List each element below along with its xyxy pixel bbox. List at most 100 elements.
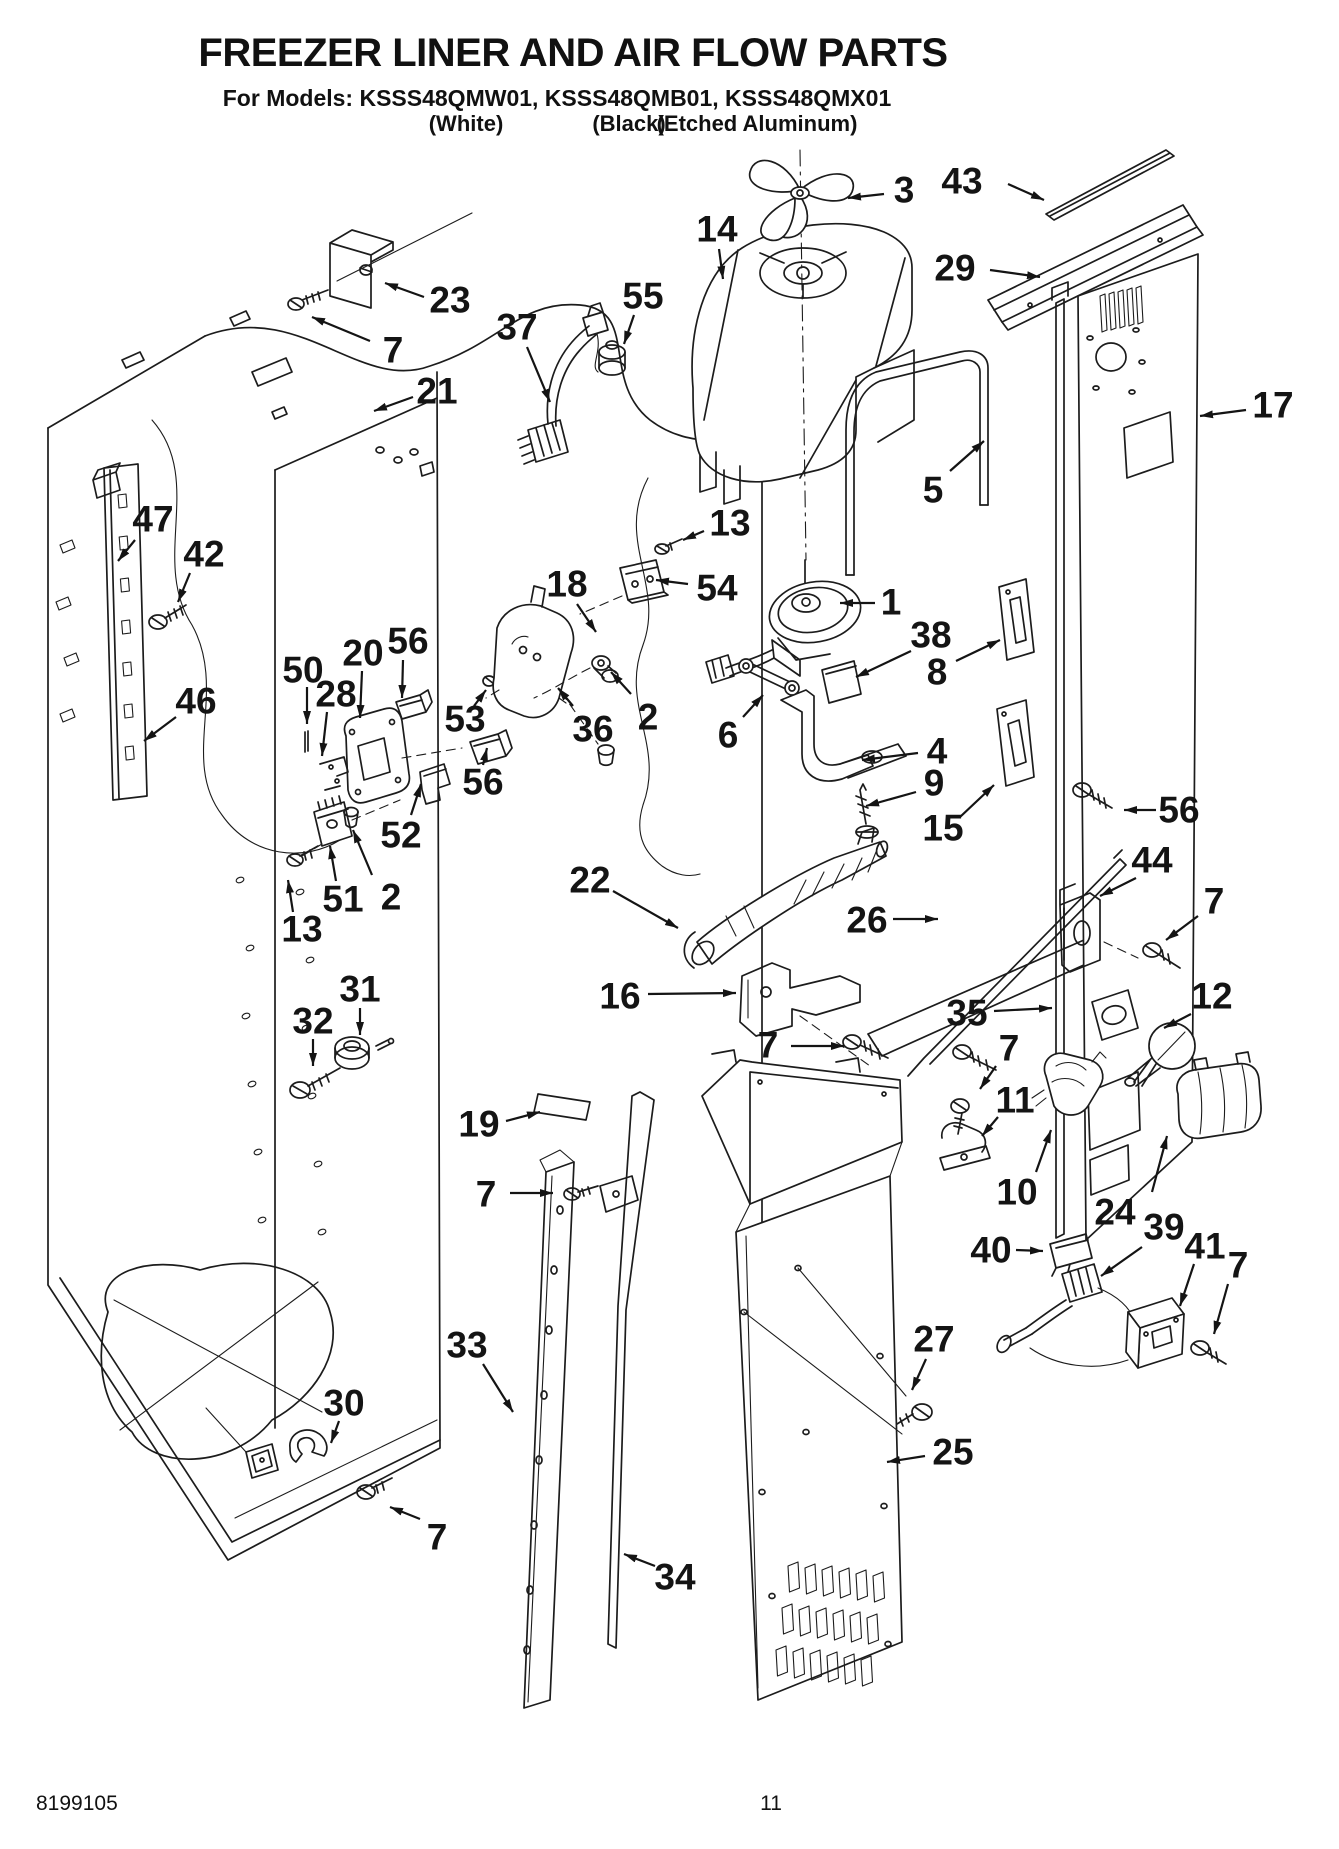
callout-label-6: 6 xyxy=(718,715,739,756)
callout-label-56: 56 xyxy=(1158,790,1199,831)
screw-7-top xyxy=(287,289,329,311)
callout-label-2: 2 xyxy=(638,697,659,738)
callout-arrow-30 xyxy=(329,1420,341,1444)
part-fan-motor-1 xyxy=(768,580,862,644)
callout-arrow-33 xyxy=(482,1363,514,1413)
screw-7-right-bottom xyxy=(1190,1340,1227,1365)
callout-arrow-12 xyxy=(1163,1013,1192,1029)
callout-arrow-16 xyxy=(647,989,737,998)
callout-label-7: 7 xyxy=(1204,881,1225,922)
callout-arrow-40 xyxy=(1015,1246,1044,1255)
part-thermostat-39 xyxy=(996,1263,1135,1354)
callout-arrow-56 xyxy=(480,747,489,766)
models-line: For Models: KSSS48QMW01, KSSS48QMB01, KS… xyxy=(223,85,892,111)
part-bushing-18 xyxy=(591,655,619,683)
part-pad-38 xyxy=(821,660,862,704)
callout-label-33: 33 xyxy=(446,1325,487,1366)
callout-label-7: 7 xyxy=(383,330,404,371)
page-title: FREEZER LINER AND AIR FLOW PARTS xyxy=(198,31,947,75)
screw-42 xyxy=(148,604,187,630)
callout-arrow-7 xyxy=(1212,1283,1230,1335)
callout-label-7: 7 xyxy=(427,1517,448,1558)
callout-label-11: 11 xyxy=(995,1080,1034,1121)
callout-arrow-18 xyxy=(576,603,597,633)
callout-label-31: 31 xyxy=(339,969,380,1010)
callout-label-16: 16 xyxy=(599,976,640,1017)
part-plate-51 xyxy=(313,795,353,847)
part-bracket-15 xyxy=(996,699,1035,787)
callout-label-10: 10 xyxy=(996,1172,1037,1213)
callout-label-7: 7 xyxy=(1228,1245,1249,1286)
callout-arrow-17 xyxy=(1199,408,1247,419)
callout-label-8: 8 xyxy=(927,652,948,693)
callout-label-41: 41 xyxy=(1184,1226,1225,1267)
callout-arrow-38 xyxy=(855,650,912,678)
callout-label-1: 1 xyxy=(881,582,902,623)
part-grommet-31 xyxy=(289,1036,395,1099)
part-link-6 xyxy=(738,658,800,696)
callout-label-52: 52 xyxy=(380,815,421,856)
part-grommet-55 xyxy=(594,333,626,376)
callout-arrow-43 xyxy=(1007,182,1045,202)
callout-arrow-13 xyxy=(286,879,295,913)
part-bracket-19-screw xyxy=(563,1175,639,1213)
callout-label-7: 7 xyxy=(999,1028,1020,1069)
callout-arrow-8 xyxy=(955,639,1001,662)
duct-louvers xyxy=(775,1561,886,1687)
part-cover-plate-20 xyxy=(343,707,411,804)
part-trim-29 xyxy=(987,204,1204,331)
callout-label-30: 30 xyxy=(323,1383,364,1424)
callout-arrow-53 xyxy=(473,689,487,707)
callout-arrow-2 xyxy=(610,671,632,695)
callout-label-17: 17 xyxy=(1252,385,1293,426)
screw-7-mid xyxy=(842,1034,889,1060)
part-spacer-2-mid xyxy=(597,744,615,767)
doc-number: 8199105 xyxy=(36,1792,118,1815)
callout-label-27: 27 xyxy=(913,1319,954,1360)
part-clip-30 xyxy=(205,1407,393,1500)
callout-arrow-7 xyxy=(311,315,371,343)
part-heater-26 xyxy=(907,849,1127,1077)
callout-arrow-4 xyxy=(861,751,919,763)
callout-label-39: 39 xyxy=(1143,1207,1184,1248)
part-cover-36 xyxy=(492,603,575,719)
callout-label-4: 4 xyxy=(927,731,948,772)
callout-label-56: 56 xyxy=(462,762,503,803)
part-clip-56-top xyxy=(395,689,433,720)
callout-arrow-35 xyxy=(993,1004,1053,1013)
part-switch-41 xyxy=(1029,1297,1185,1369)
callout-arrow-14 xyxy=(717,248,726,280)
part-screw-32 xyxy=(289,1067,341,1099)
callout-label-32: 32 xyxy=(292,1001,333,1042)
callout-label-12: 12 xyxy=(1191,976,1232,1017)
part-shelf-rail-46 xyxy=(92,462,187,801)
callout-arrow-34 xyxy=(623,1552,656,1568)
callout-label-55: 55 xyxy=(622,276,663,317)
callout-arrow-54 xyxy=(655,577,689,586)
part-clip-52 xyxy=(419,763,451,805)
clip-47 xyxy=(92,462,121,499)
callout-label-15: 15 xyxy=(922,808,963,849)
callout-label-13: 13 xyxy=(709,503,750,544)
part-bail-5 xyxy=(845,350,989,576)
callout-arrow-13 xyxy=(682,529,705,542)
callout-arrow-7 xyxy=(1165,915,1199,941)
panel-vent-slats xyxy=(1099,285,1144,333)
callout-arrow-27 xyxy=(910,1358,928,1391)
part-socket-10 xyxy=(1031,1051,1107,1116)
part-bracket-44 xyxy=(1059,883,1181,973)
callout-label-38: 38 xyxy=(910,615,951,656)
callout-arrow-44 xyxy=(1099,877,1137,897)
callout-arrow-6 xyxy=(742,694,764,718)
callout-label-7: 7 xyxy=(758,1025,779,1066)
callout-label-20: 20 xyxy=(342,633,383,674)
finish-black: (Black) xyxy=(592,111,665,136)
part-air-duct-25 xyxy=(701,1049,933,1701)
callout-arrow-37 xyxy=(525,346,552,403)
callout-label-37: 37 xyxy=(496,307,537,348)
callout-label-53: 53 xyxy=(444,699,485,740)
callout-label-26: 26 xyxy=(846,900,887,941)
callout-arrow-56 xyxy=(398,659,407,699)
